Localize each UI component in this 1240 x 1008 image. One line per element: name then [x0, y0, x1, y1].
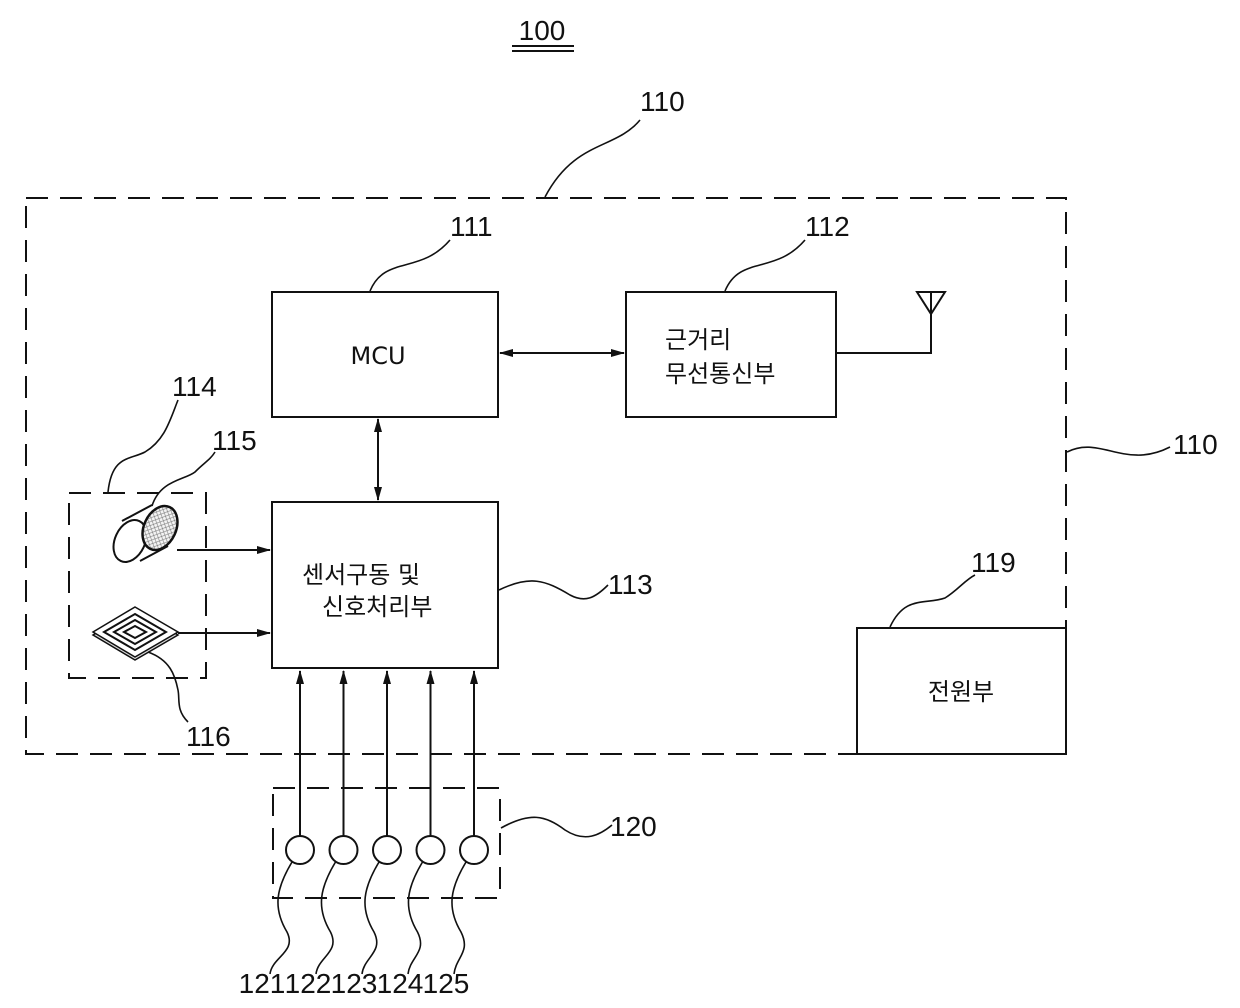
ref-115: 115 [212, 425, 257, 456]
leader-line-122 [316, 862, 336, 974]
wireless-label-line2: 무선통신부 [665, 360, 775, 388]
wireless-label-line1: 근거리 [665, 326, 731, 354]
leader-line-125 [452, 862, 466, 974]
ref-124: 124 [377, 968, 424, 999]
leader-line-112 [725, 240, 805, 291]
leader-line-113 [499, 581, 608, 599]
signal-label-line1: 센서구동 및 [302, 561, 420, 589]
mcu-label: MCU [350, 342, 405, 370]
signal-label-line2: 신호처리부 [322, 593, 432, 621]
ref-110-top: 110 [640, 86, 685, 117]
ref-121: 121 [239, 968, 286, 999]
figure-title-ref: 100 [519, 15, 566, 46]
cylindrical-sensor-icon [107, 500, 184, 567]
antenna-icon [917, 292, 945, 314]
leader-line-119 [890, 575, 975, 627]
ref-119: 119 [971, 547, 1016, 578]
ref-110-side: 110 [1173, 429, 1218, 460]
leader-line-124 [408, 862, 423, 974]
ref-116: 116 [186, 721, 231, 752]
electrode-125 [460, 836, 488, 864]
electrode-123 [373, 836, 401, 864]
short-range-wireless-block [626, 292, 836, 417]
chip-sensor-icon [93, 607, 178, 660]
ref-120: 120 [610, 811, 657, 842]
ref-113: 113 [608, 569, 653, 600]
leader-line-123 [362, 862, 379, 974]
leader-line-120 [501, 817, 612, 836]
ref-123: 123 [331, 968, 378, 999]
antenna-feed-line [836, 313, 931, 353]
electrode-array: 121122123124125 [239, 671, 488, 999]
leader-line-114 [108, 400, 178, 492]
electrode-124 [417, 836, 445, 864]
electrode-121 [286, 836, 314, 864]
leader-line-110-side [1067, 447, 1170, 455]
ref-122: 122 [285, 968, 332, 999]
ref-112: 112 [805, 211, 850, 242]
leader-line-111 [370, 240, 450, 291]
ref-111: 111 [450, 211, 493, 242]
ref-125: 125 [423, 968, 470, 999]
leader-line-110-top [545, 120, 640, 197]
leader-line-116 [148, 652, 188, 722]
ref-114: 114 [172, 371, 217, 402]
power-label: 전원부 [928, 678, 994, 706]
electrode-122 [330, 836, 358, 864]
